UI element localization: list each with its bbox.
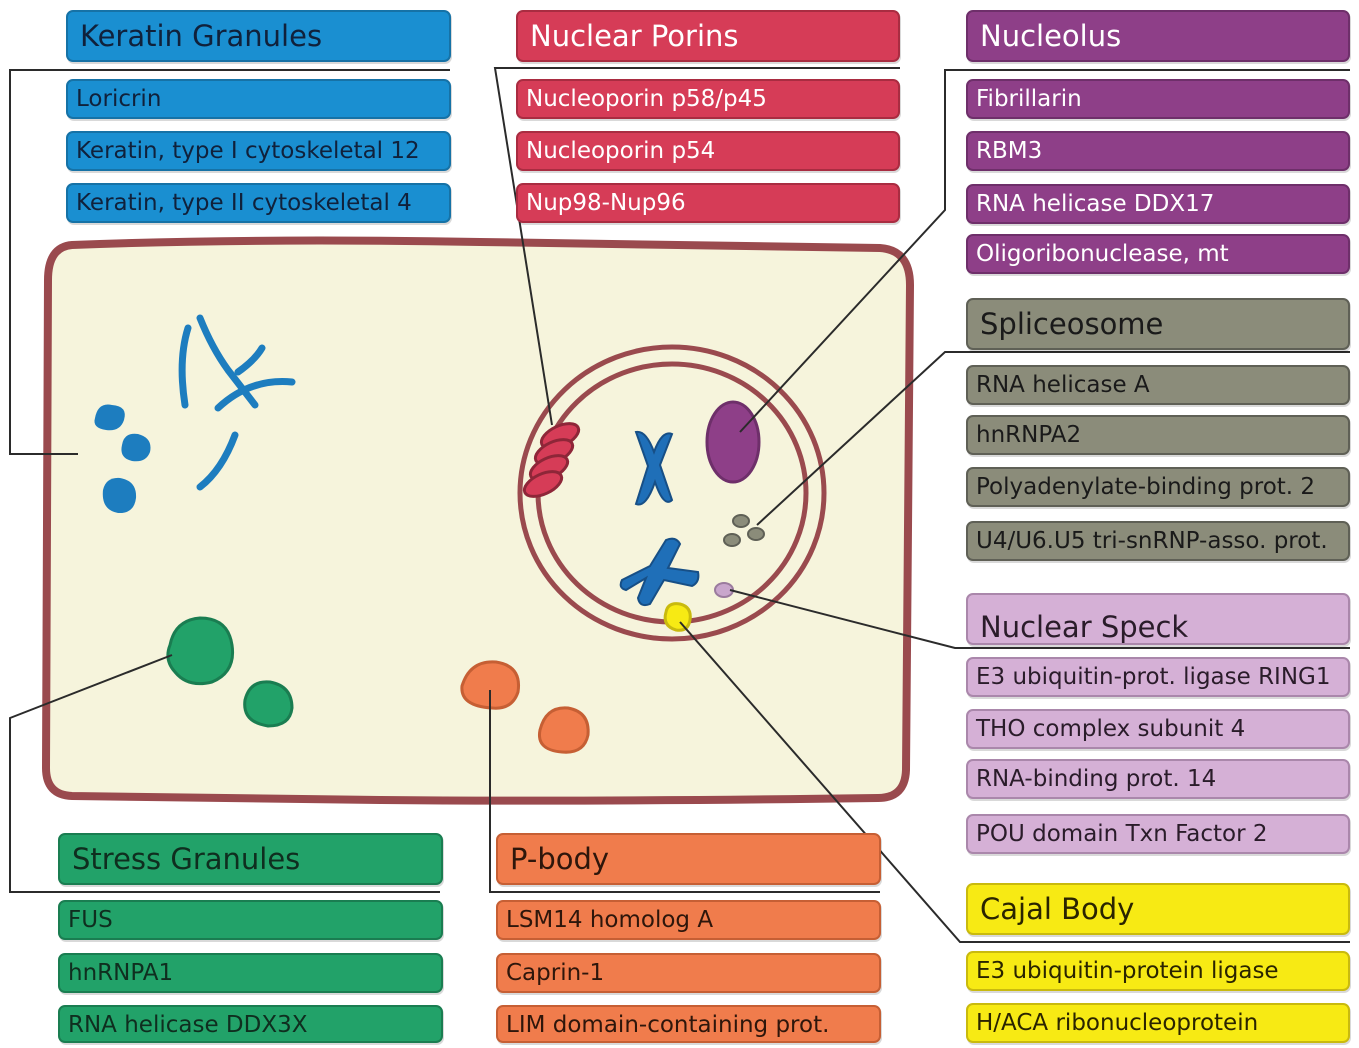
nuclear-speck-item: RNA-binding prot. 14 (966, 759, 1350, 799)
nuclear-pore (522, 422, 581, 498)
nuclear-porins-item: Nucleoporin p58/p45 (516, 79, 900, 119)
p-bodies (460, 660, 590, 754)
spliceosome-title: Spliceosome (966, 298, 1350, 350)
nucleolus (705, 400, 761, 484)
spliceosome-item: hnRNPA2 (966, 415, 1350, 455)
stress-granules-title: Stress Granules (58, 833, 443, 885)
nuclear-speck-item: POU domain Txn Factor 2 (966, 814, 1350, 854)
keratin-granules-item: Keratin, type II cytoskeletal 4 (66, 183, 451, 223)
spliceosome-item: RNA helicase A (966, 365, 1350, 405)
spliceosome-item: U4/U6.U5 tri-snRNP-asso. prot. (966, 521, 1350, 561)
keratin-filaments (178, 314, 296, 491)
stress-granules-item: hnRNPA1 (58, 953, 443, 993)
connector-lines (9, 67, 1350, 943)
nuclear-speck-title: Nuclear Speck (966, 593, 1350, 645)
cell-membrane (41, 236, 915, 805)
nucleolus-title: Nucleolus (966, 10, 1350, 62)
p-body-item: Caprin-1 (496, 953, 881, 993)
cajal-body-item: H/ACA ribonucleoprotein (966, 1003, 1350, 1043)
nuclear-porins-title: Nuclear Porins (516, 10, 900, 62)
nucleolus-item: Fibrillarin (966, 79, 1350, 119)
nucleolus-item: Oligoribonuclease, mt (966, 234, 1350, 274)
cajal-body (663, 602, 692, 632)
p-body-item: LIM domain-containing prot. (496, 1005, 881, 1043)
stress-granules-item: RNA helicase DDX3X (58, 1005, 443, 1043)
keratin-granules-item: Keratin, type I cytoskeletal 12 (66, 131, 451, 171)
cajal-body-item: E3 ubiquitin-protein ligase (966, 951, 1350, 991)
spliceosome-bodies (723, 514, 765, 547)
stress-granules (166, 616, 294, 728)
keratin-granules (94, 404, 151, 514)
nuclear-porins-item: Nup98-Nup96 (516, 183, 900, 223)
nucleolus-item: RBM3 (966, 131, 1350, 171)
chromosomes (619, 430, 700, 607)
keratin-granules-item: Loricrin (66, 79, 451, 119)
p-body-title: P-body (496, 833, 881, 885)
cajal-body-title: Cajal Body (966, 883, 1350, 935)
nuclear-porins-item: Nucleoporin p54 (516, 131, 900, 171)
spliceosome-item: Polyadenylate-binding prot. 2 (966, 467, 1350, 507)
keratin-granules-title: Keratin Granules (66, 10, 451, 62)
nuclear-speck-item: E3 ubiquitin-prot. ligase RING1 (966, 657, 1350, 697)
p-body-item: LSM14 homolog A (496, 900, 881, 940)
nuclear-speck-item: THO complex subunit 4 (966, 709, 1350, 749)
nucleolus-item: RNA helicase DDX17 (966, 184, 1350, 224)
stress-granules-item: FUS (58, 900, 443, 940)
